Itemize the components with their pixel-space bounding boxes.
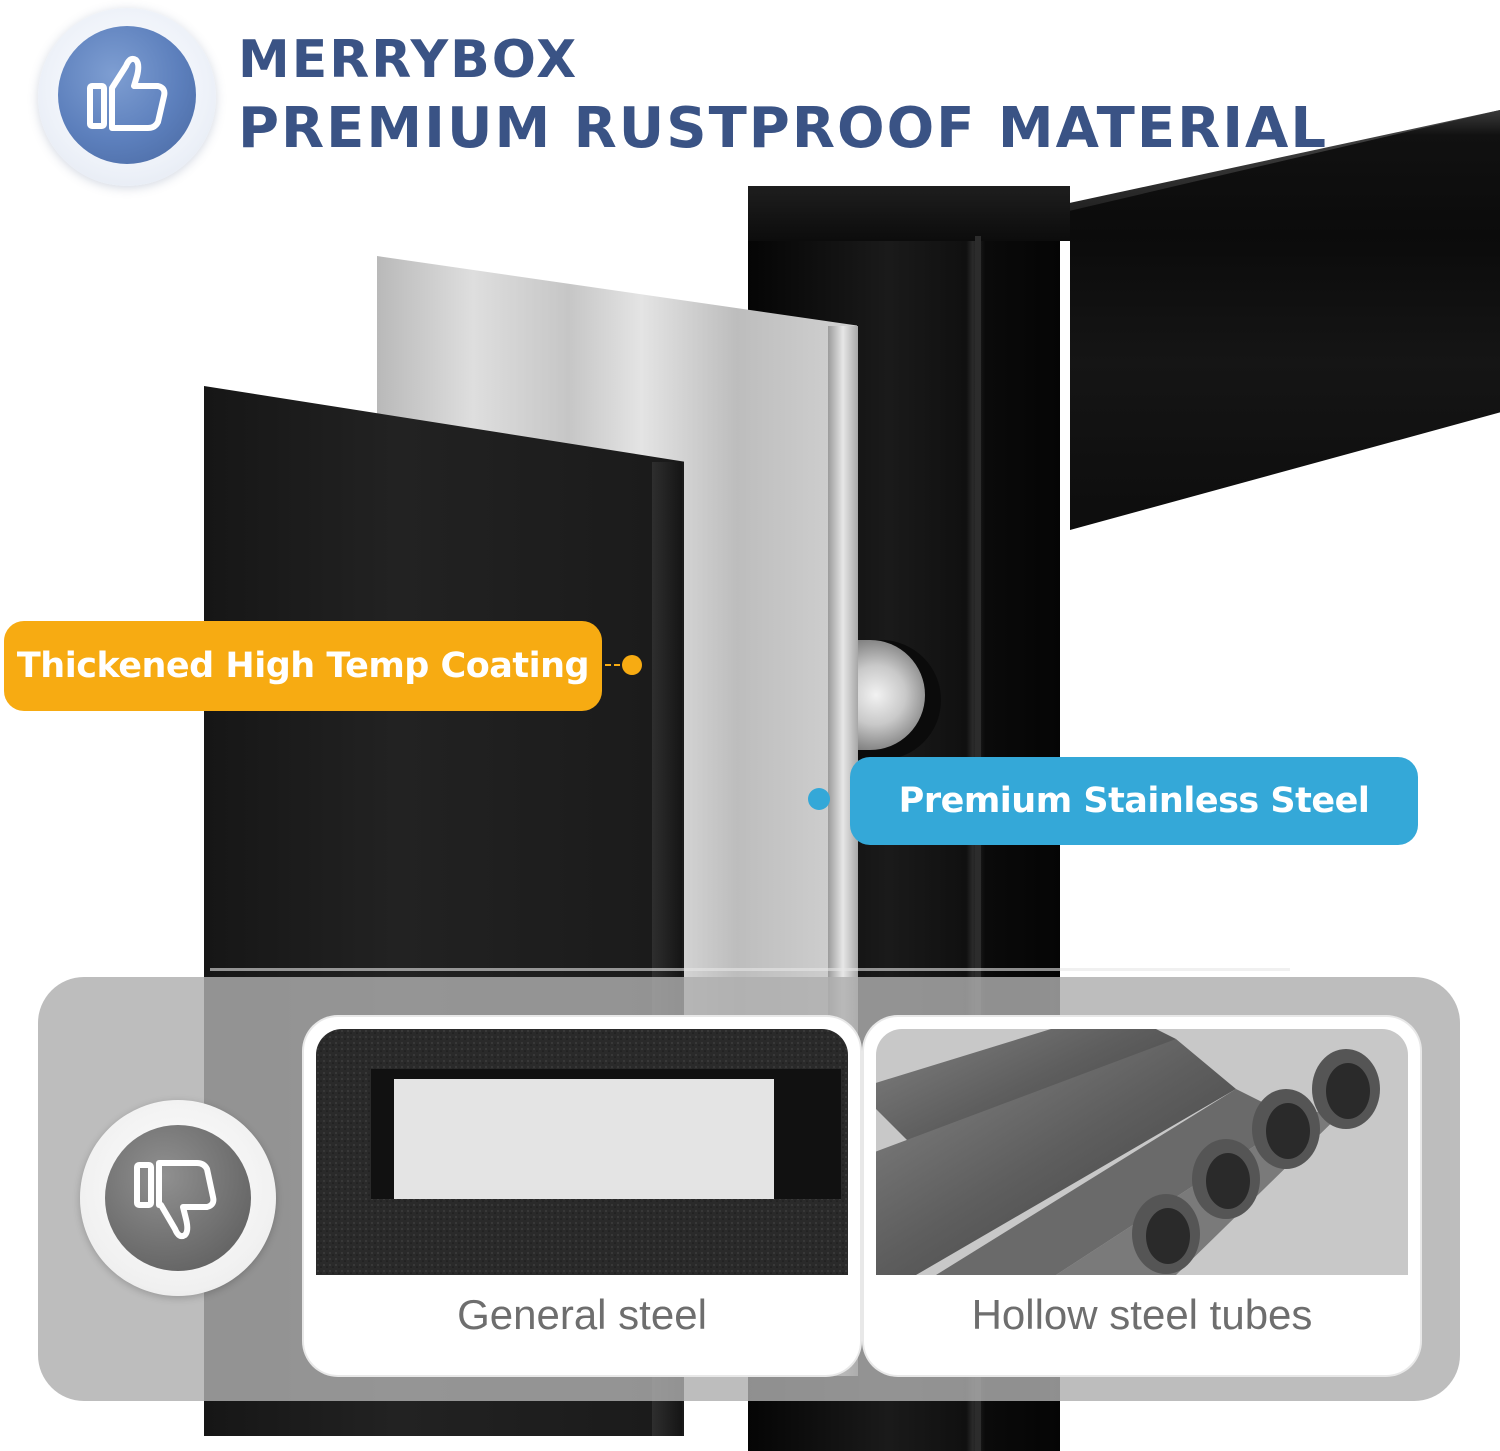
steel-callout-label: Premium Stainless Steel	[898, 781, 1370, 821]
hollow-steel-tubes-image	[876, 1029, 1408, 1275]
brand-name: MERRYBOX	[238, 30, 579, 90]
thumbs-up-icon	[58, 26, 196, 164]
hollow-steel-tubes-card: Hollow steel tubes	[864, 1017, 1420, 1375]
headline: PREMIUM RUSTPROOF MATERIAL	[238, 96, 1329, 161]
general-steel-image	[316, 1029, 848, 1275]
coating-callout: Thickened High Temp Coating	[4, 621, 602, 711]
thumbs-down-icon	[105, 1125, 251, 1271]
general-steel-card: General steel	[304, 1017, 860, 1375]
panel-divider	[210, 968, 1290, 971]
coating-callout-dot	[622, 655, 642, 675]
coating-callout-connector	[605, 664, 629, 666]
coating-callout-label: Thickened High Temp Coating	[16, 646, 590, 686]
steel-callout: Premium Stainless Steel	[850, 757, 1418, 845]
frame-rail	[1070, 110, 1500, 530]
hollow-steel-tubes-label: Hollow steel tubes	[971, 1291, 1313, 1338]
general-steel-label: General steel	[457, 1291, 707, 1338]
steel-callout-dot	[808, 788, 830, 810]
frame-post-top	[748, 186, 1070, 241]
